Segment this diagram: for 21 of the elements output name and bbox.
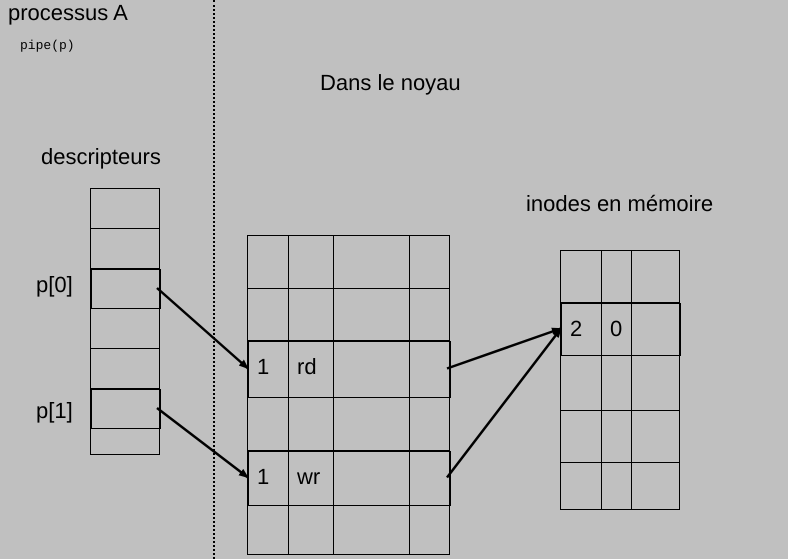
- table-row: [248, 451, 451, 506]
- pointer-label: p[0]: [36, 272, 73, 298]
- code-text: pipe(p): [20, 38, 75, 53]
- table-heading: inodes en mémoire: [526, 191, 714, 217]
- table-row: [561, 303, 681, 356]
- cell-text: 0: [610, 316, 622, 342]
- table-heading: descripteurs: [41, 144, 161, 170]
- file-table: [247, 235, 450, 555]
- arrow: [156, 287, 249, 370]
- arrow: [446, 328, 562, 478]
- arrow: [156, 407, 249, 478]
- arrow: [446, 327, 562, 370]
- table-row: [248, 341, 451, 398]
- cell-text: 2: [570, 316, 582, 342]
- cell-text: wr: [297, 464, 320, 490]
- cell-text: 1: [257, 464, 270, 490]
- cell-text: 1: [257, 354, 270, 380]
- cell-text: rd: [297, 354, 317, 380]
- pointer-label: p[1]: [36, 398, 73, 424]
- region-title: processus A: [8, 0, 128, 26]
- region-title: Dans le noyau: [320, 70, 461, 96]
